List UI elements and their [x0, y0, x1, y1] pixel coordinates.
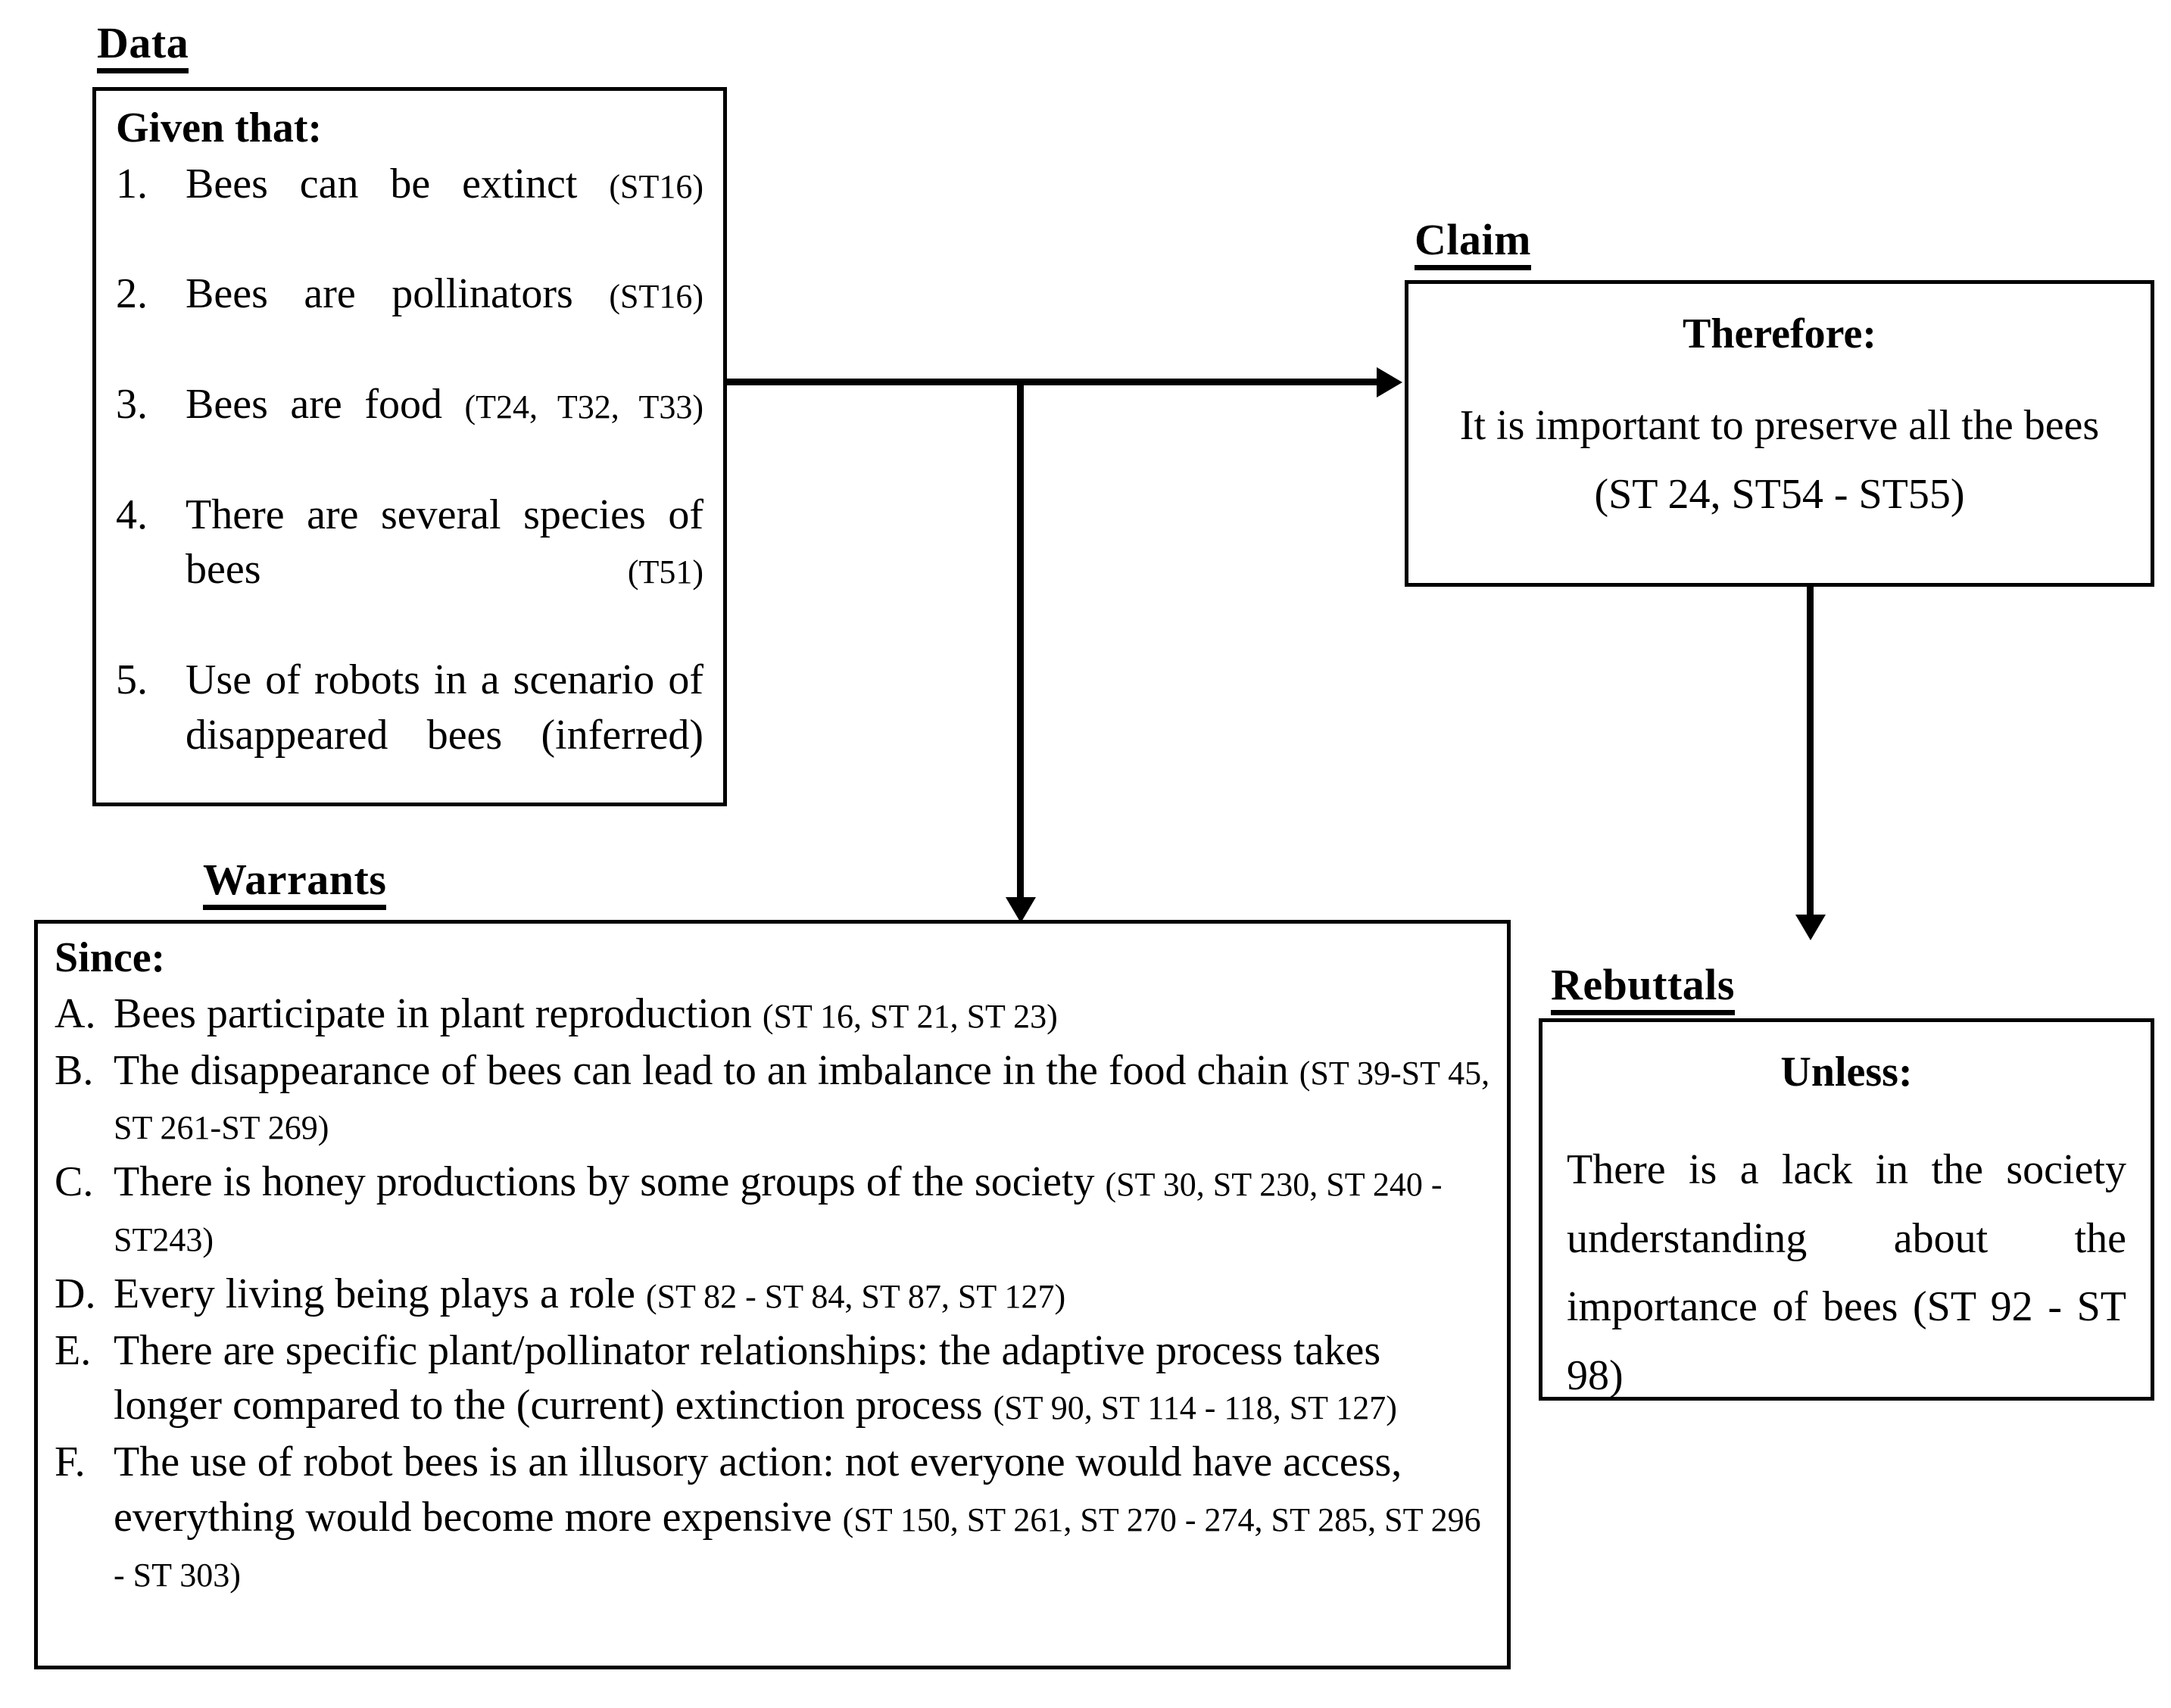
- warrant-item-marker: E.: [55, 1326, 92, 1374]
- data-item-text: Bees are food: [186, 380, 465, 428]
- data-item-text: Bees can be extinct: [186, 160, 610, 207]
- list-item: 4. There are several species of bees (T5…: [116, 488, 703, 653]
- claim-to-rebuttals-line: [1807, 585, 1814, 917]
- warrant-item-ref: (ST 90, ST 114 - 118, ST 127): [993, 1389, 1397, 1427]
- data-caption: Data: [97, 21, 189, 73]
- claim-to-rebuttals-arrowhead: [1795, 915, 1826, 940]
- data-item-body: There are several species of bees (T51): [186, 488, 703, 653]
- claim-text: It is important to preserve all the bees…: [1459, 402, 2100, 518]
- warrant-item-body: The use of robot bees is an illusory act…: [114, 1435, 1490, 1600]
- warrant-item-ref: (ST 82 - ST 84, ST 87, ST 127): [645, 1277, 1066, 1315]
- claim-lead: Therefore:: [1682, 310, 1877, 357]
- data-to-warrants-arrowhead: [1006, 897, 1036, 923]
- data-item-ref: (ST16): [609, 167, 703, 205]
- warrant-item-body: Every living being plays a role (ST 82 -…: [114, 1267, 1490, 1322]
- warrant-item-ref: (ST 39-ST 45, ST 261-ST 269): [114, 1054, 1490, 1147]
- data-item-marker: 3.: [116, 380, 148, 428]
- rebuttals-box: Unless: There is a lack in the society u…: [1539, 1018, 2154, 1401]
- warrants-box: Since: A. Bees participate in plant repr…: [34, 920, 1511, 1669]
- warrant-item-body: There is honey productions by some group…: [114, 1155, 1490, 1265]
- claim-caption: Claim: [1415, 218, 1531, 270]
- warrant-item-text: The disappearance of bees can lead to an…: [114, 1046, 1299, 1094]
- data-list: 1. Bees can be extinct (ST16) 2. Bees ar…: [116, 157, 703, 818]
- warrant-item-text: Bees participate in plant reproduction: [114, 990, 763, 1037]
- warrants-list: A. Bees participate in plant reproductio…: [55, 986, 1490, 1600]
- warrant-item-ref: (ST 16, ST 21, ST 23): [762, 997, 1058, 1035]
- list-item: C. There is honey productions by some gr…: [55, 1155, 1490, 1265]
- warrant-item-text: The use of robot bees is an illusory act…: [114, 1438, 1402, 1541]
- data-box: Given that: 1. Bees can be extinct (ST16…: [92, 87, 727, 806]
- data-to-claim-arrowhead: [1377, 367, 1402, 397]
- data-item-body: Bees can be extinct (ST16): [186, 157, 703, 267]
- data-item-body: Bees are food (T24, T32, T33): [186, 377, 703, 488]
- data-item-ref: (T24, T32, T33): [464, 388, 703, 425]
- data-item-body: Bees are pollinators (ST16): [186, 266, 703, 377]
- warrant-item-marker: B.: [55, 1046, 94, 1094]
- warrant-item-marker: F.: [55, 1438, 86, 1486]
- data-item-marker: 4.: [116, 491, 148, 538]
- warrant-item-text: Every living being plays a role: [114, 1270, 646, 1317]
- data-item-marker: 2.: [116, 270, 148, 318]
- warrant-item-text: There are specific plant/pollinator rela…: [114, 1326, 1381, 1429]
- list-item: A. Bees participate in plant reproductio…: [55, 986, 1490, 1042]
- data-item-text: Bees are pollinators: [186, 270, 610, 318]
- warrant-item-text: There is honey productions by some group…: [114, 1158, 1106, 1206]
- warrants-lead: Since:: [55, 934, 166, 981]
- warrant-item-body: Bees participate in plant reproduction (…: [114, 986, 1490, 1042]
- warrant-item-ref: (ST 30, ST 230, ST 240 - ST243): [114, 1166, 1443, 1258]
- list-item: D. Every living being plays a role (ST 8…: [55, 1267, 1490, 1322]
- data-item-text: There are several species of bees: [186, 491, 703, 594]
- rebuttals-text: There is a lack in the society understan…: [1567, 1146, 2126, 1400]
- warrant-item-body: The disappearance of bees can lead to an…: [114, 1043, 1490, 1154]
- data-item-ref: (ST16): [609, 278, 703, 316]
- rebuttals-caption: Rebuttals: [1551, 963, 1735, 1015]
- list-item: 5. Use of robots in a scenario of disapp…: [116, 653, 703, 818]
- warrant-item-ref: (ST 150, ST 261, ST 270 - 274, ST 285, S…: [114, 1501, 1481, 1594]
- warrant-item-marker: A.: [55, 990, 96, 1037]
- data-item-marker: 5.: [116, 656, 148, 703]
- list-item: B. The disappearance of bees can lead to…: [55, 1043, 1490, 1154]
- data-item-marker: 1.: [116, 160, 148, 207]
- data-to-warrants-line: [1017, 382, 1024, 899]
- list-item: 3. Bees are food (T24, T32, T33): [116, 377, 703, 488]
- list-item: 2. Bees are pollinators (ST16): [116, 266, 703, 377]
- data-item-text: Use of robots in a scenario of disappear…: [186, 656, 703, 759]
- warrant-item-marker: D.: [55, 1270, 96, 1317]
- warrant-item-marker: C.: [55, 1158, 94, 1206]
- list-item: 1. Bees can be extinct (ST16): [116, 157, 703, 267]
- list-item: F. The use of robot bees is an illusory …: [55, 1435, 1490, 1600]
- warrant-item-body: There are specific plant/pollinator rela…: [114, 1323, 1490, 1434]
- data-item-ref: (inferred): [541, 711, 703, 759]
- data-item-ref: (T51): [627, 553, 703, 591]
- data-item-body: Use of robots in a scenario of disappear…: [186, 653, 703, 818]
- rebuttals-lead: Unless:: [1780, 1049, 1913, 1096]
- claim-box: Therefore: It is important to preserve a…: [1405, 280, 2154, 587]
- list-item: E. There are specific plant/pollinator r…: [55, 1323, 1490, 1434]
- data-lead: Given that:: [116, 104, 323, 151]
- warrants-caption: Warrants: [203, 858, 387, 910]
- data-to-claim-line: [725, 379, 1377, 385]
